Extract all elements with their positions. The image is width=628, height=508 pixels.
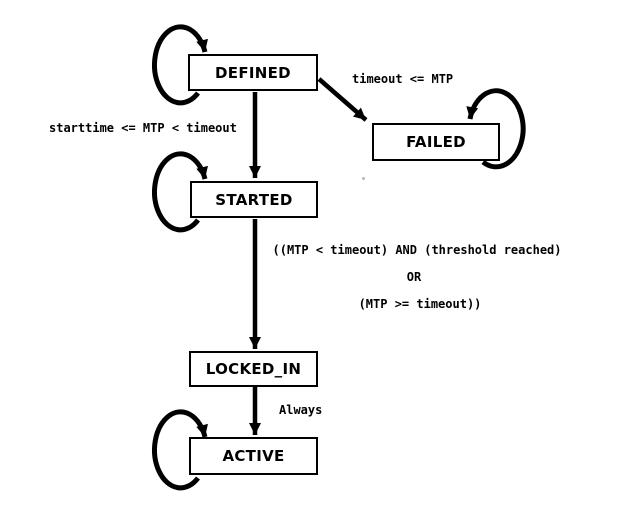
edge-label-started-lockedin-line3: (MTP >= timeout)): [358, 297, 482, 311]
defined-self-loop-arrow: [152, 24, 208, 106]
state-active-label: ACTIVE: [222, 447, 285, 465]
failed-self-loop-arrow: [466, 88, 526, 170]
state-active: ACTIVE: [189, 437, 318, 475]
state-failed-label: FAILED: [406, 133, 466, 151]
defined-to-failed-arrow: [317, 77, 368, 122]
state-defined-label: DEFINED: [215, 63, 291, 82]
state-started-label: STARTED: [215, 190, 293, 209]
state-locked-in: LOCKED_IN: [189, 351, 318, 387]
started-self-loop-arrow: [152, 151, 208, 233]
state-started: STARTED: [190, 181, 318, 218]
edge-label-started-lockedin-line2: OR: [406, 270, 422, 284]
active-self-loop-arrow: [152, 409, 208, 491]
edge-label-defined-started: starttime <= MTP < timeout: [49, 121, 237, 135]
edge-label-started-lockedin-line1: ((MTP < timeout) AND (threshold reached): [272, 243, 562, 257]
edge-label-lockedin-active: Always: [279, 403, 323, 417]
state-defined: DEFINED: [188, 54, 318, 91]
stray-dot: [362, 177, 365, 180]
edge-label-defined-failed: timeout <= MTP: [352, 72, 454, 86]
state-locked-in-label: LOCKED_IN: [205, 360, 302, 378]
state-failed: FAILED: [372, 123, 500, 161]
